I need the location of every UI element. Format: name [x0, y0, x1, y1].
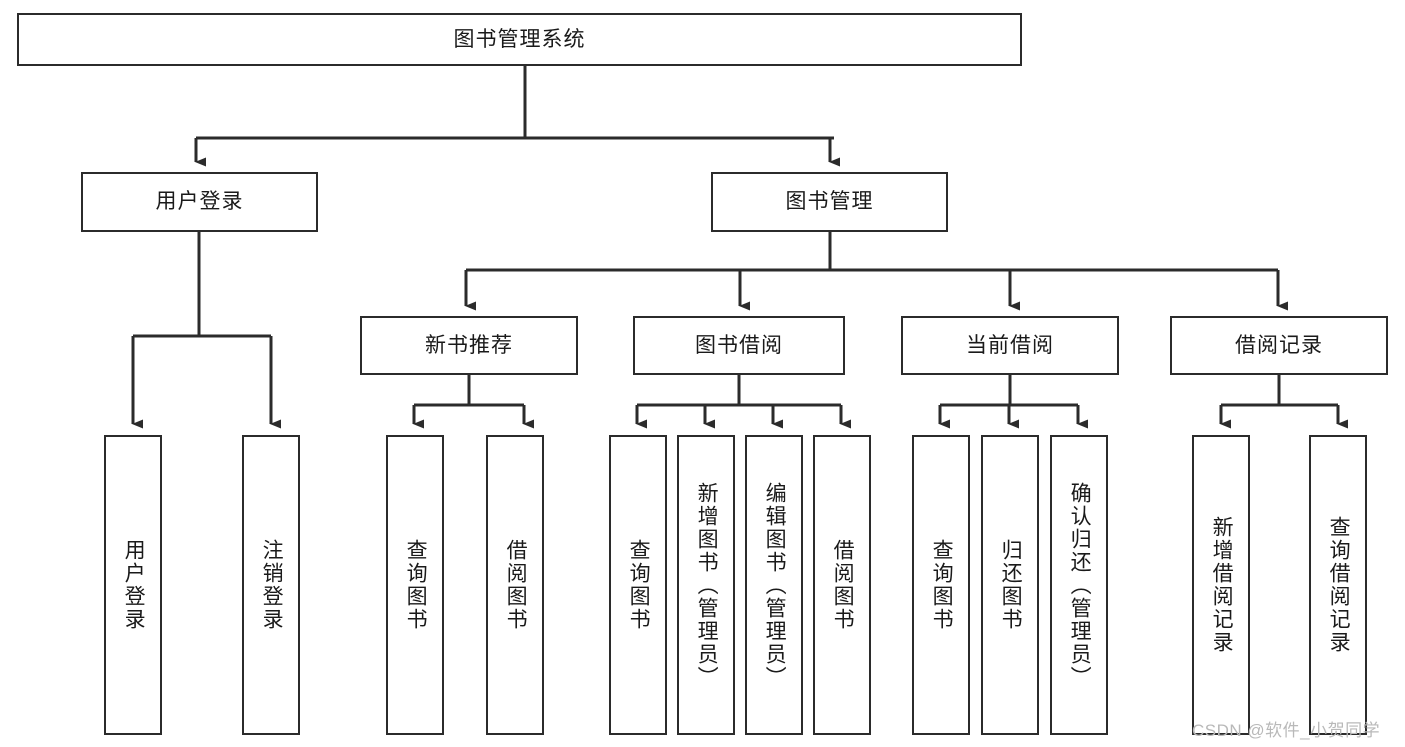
node-leaf-user-login[interactable]: 用户登录 [104, 435, 162, 735]
node-user-login[interactable]: 用户登录 [81, 172, 318, 232]
node-leaf-query-book-1[interactable]: 查询图书 [386, 435, 444, 735]
node-leaf-query-book-3[interactable]: 查询图书 [912, 435, 970, 735]
node-leaf-add-book-admin[interactable]: 新增图书（管理员） [677, 435, 735, 735]
node-leaf-add-borrow-record[interactable]: 新增借阅记录 [1192, 435, 1250, 735]
node-leaf-query-borrow-record[interactable]: 查询借阅记录 [1309, 435, 1367, 735]
node-leaf-query-book-2[interactable]: 查询图书 [609, 435, 667, 735]
node-root-system[interactable]: 图书管理系统 [17, 13, 1022, 66]
node-new-book-recommend[interactable]: 新书推荐 [360, 316, 578, 375]
node-leaf-edit-book-admin[interactable]: 编辑图书（管理员） [745, 435, 803, 735]
node-borrow-records[interactable]: 借阅记录 [1170, 316, 1388, 375]
node-book-borrow[interactable]: 图书借阅 [633, 316, 845, 375]
node-book-management[interactable]: 图书管理 [711, 172, 948, 232]
node-current-borrow[interactable]: 当前借阅 [901, 316, 1119, 375]
node-leaf-return-book[interactable]: 归还图书 [981, 435, 1039, 735]
node-leaf-logout[interactable]: 注销登录 [242, 435, 300, 735]
node-leaf-borrow-book-1[interactable]: 借阅图书 [486, 435, 544, 735]
csdn-watermark: CSDN @软件_小贺同学 [1192, 721, 1381, 740]
node-leaf-borrow-book-2[interactable]: 借阅图书 [813, 435, 871, 735]
node-leaf-confirm-return-admin[interactable]: 确认归还（管理员） [1050, 435, 1108, 735]
